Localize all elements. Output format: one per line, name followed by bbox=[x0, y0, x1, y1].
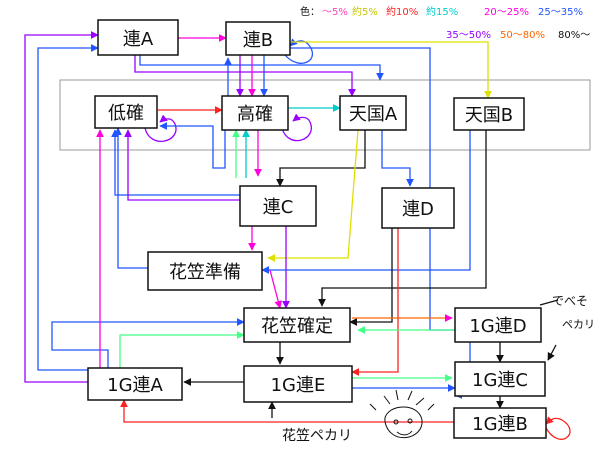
node-tengoku-b-label: 天国B bbox=[465, 105, 513, 126]
arrow-tengoku-a-to-ren-c bbox=[276, 130, 366, 187]
arrow-koukaku-to-teikaku-blue bbox=[159, 122, 226, 169]
node-teikaku-label: 低確 bbox=[108, 103, 144, 124]
arrow-ren-b-to-tengoku-b bbox=[290, 41, 492, 99]
node-g-ren-e-label: 1G連E bbox=[271, 375, 326, 396]
legend-item: 〜5% bbox=[322, 7, 348, 18]
legend-item: 25〜35% bbox=[538, 7, 583, 18]
node-g-ren-b-label: 1G連B bbox=[472, 414, 528, 435]
arrow-ren-d-to-hanagasa-kakutei bbox=[349, 228, 393, 326]
legend-item: 約15% bbox=[426, 5, 458, 18]
node-tengoku-a-label: 天国A bbox=[349, 104, 398, 125]
node-hanagasa-kakutei-box[interactable] bbox=[243, 307, 351, 343]
arrow-ren-c-to-teikaku-purple bbox=[124, 129, 240, 201]
nodes: 連A 連B 低確 高確 天国A 天国B 連C 連D 花笠準備 花笠確定 1G連D… bbox=[87, 19, 547, 439]
node-ren-d-box[interactable] bbox=[381, 187, 455, 229]
node-g-ren-d-box[interactable] bbox=[454, 307, 542, 343]
arrow-tengoku-b-to-hanagasa-junbi bbox=[261, 130, 471, 274]
legend-item: 80%〜 bbox=[558, 30, 590, 41]
arrow-ren-a-blue bbox=[139, 55, 384, 81]
node-ren-b-label: 連B bbox=[243, 30, 273, 51]
arrow-tengoku-b-to-hanagasa-kakutei bbox=[318, 130, 487, 307]
node-ren-c-box[interactable] bbox=[239, 185, 317, 227]
node-g-ren-a-label: 1G連A bbox=[107, 375, 163, 396]
node-koukaku-box[interactable] bbox=[221, 95, 289, 131]
legend-item: 約10% bbox=[386, 5, 418, 18]
arrow-g-ren-a-to-ren-a bbox=[24, 31, 99, 383]
note-debeso: でべそ bbox=[552, 294, 588, 308]
node-tengoku-b-box[interactable] bbox=[453, 97, 525, 131]
arrow-hanagasa-junbi-to-hanagasa-kakutei bbox=[269, 269, 282, 309]
node-ren-a-box[interactable] bbox=[97, 19, 179, 56]
node-g-ren-a-box[interactable] bbox=[87, 367, 183, 401]
note-hanagasa-pekari: 花笠ペカリ bbox=[282, 428, 352, 444]
node-hanagasa-junbi-box[interactable] bbox=[147, 251, 263, 291]
node-g-ren-d-label: 1G連D bbox=[469, 316, 526, 337]
arrow-hanagasa-junbi-to-teikaku bbox=[114, 127, 148, 269]
legend-prefix: 色： bbox=[300, 5, 320, 18]
loop-teikaku bbox=[144, 114, 177, 142]
node-ren-c-label: 連C bbox=[263, 197, 294, 218]
node-g-ren-c-box[interactable] bbox=[454, 361, 546, 397]
note-debeso-pekari: ペカリ bbox=[562, 318, 595, 331]
loop-koukaku bbox=[281, 113, 312, 142]
arrow-tengoku-a-to-hanagasa-junbi bbox=[267, 129, 359, 262]
loop-g-ren-b bbox=[545, 416, 571, 440]
doodle-face-icon bbox=[369, 389, 435, 439]
legend-item: 約5% bbox=[352, 5, 378, 18]
arrow-tengoku-a-to-ren-d bbox=[381, 130, 414, 187]
node-tengoku-a-box[interactable] bbox=[339, 95, 407, 131]
node-g-ren-e-box[interactable] bbox=[243, 365, 353, 403]
annotations: でべそ ペカリ 花笠ペカリ bbox=[282, 294, 595, 444]
arrow-ren-a-to-tengoku-a bbox=[134, 55, 356, 97]
connectors bbox=[24, 31, 571, 440]
node-hanagasa-junbi-label: 花笠準備 bbox=[169, 262, 241, 283]
node-koukaku-label: 高確 bbox=[237, 104, 273, 125]
arrow-blue-left-column bbox=[37, 44, 99, 371]
legend-item: 35〜50% bbox=[446, 30, 491, 41]
node-ren-d-label: 連D bbox=[402, 199, 434, 220]
node-ren-a-label: 連A bbox=[123, 29, 154, 50]
debeso-tick bbox=[539, 299, 559, 306]
arrow-g-ren-a-to-hanagasa-kakutei bbox=[119, 331, 245, 368]
arrow-ren-d-to-g-ren-e bbox=[351, 228, 399, 376]
legend: 色： 〜5% 約5% 約10% 約15% 20〜25% 25〜35% 35〜50… bbox=[300, 5, 590, 41]
node-teikaku-box[interactable] bbox=[94, 95, 158, 129]
node-ren-b-box[interactable] bbox=[225, 21, 291, 56]
node-g-ren-b-box[interactable] bbox=[453, 407, 547, 439]
node-g-ren-c-label: 1G連C bbox=[472, 370, 528, 391]
legend-item: 20〜25% bbox=[484, 7, 529, 18]
legend-item: 50〜80% bbox=[500, 30, 545, 41]
debeso-arrow bbox=[547, 344, 557, 361]
arrow-g-ren-a-to-hanagasa-kakutei-blue bbox=[51, 318, 245, 368]
arrow-ren-c-to-teikaku-blue bbox=[111, 129, 240, 196]
state-group-band bbox=[59, 79, 591, 151]
arrow-g-ren-b-to-g-ren-a bbox=[120, 399, 454, 423]
node-hanagasa-kakutei-label: 花笠確定 bbox=[261, 316, 333, 337]
